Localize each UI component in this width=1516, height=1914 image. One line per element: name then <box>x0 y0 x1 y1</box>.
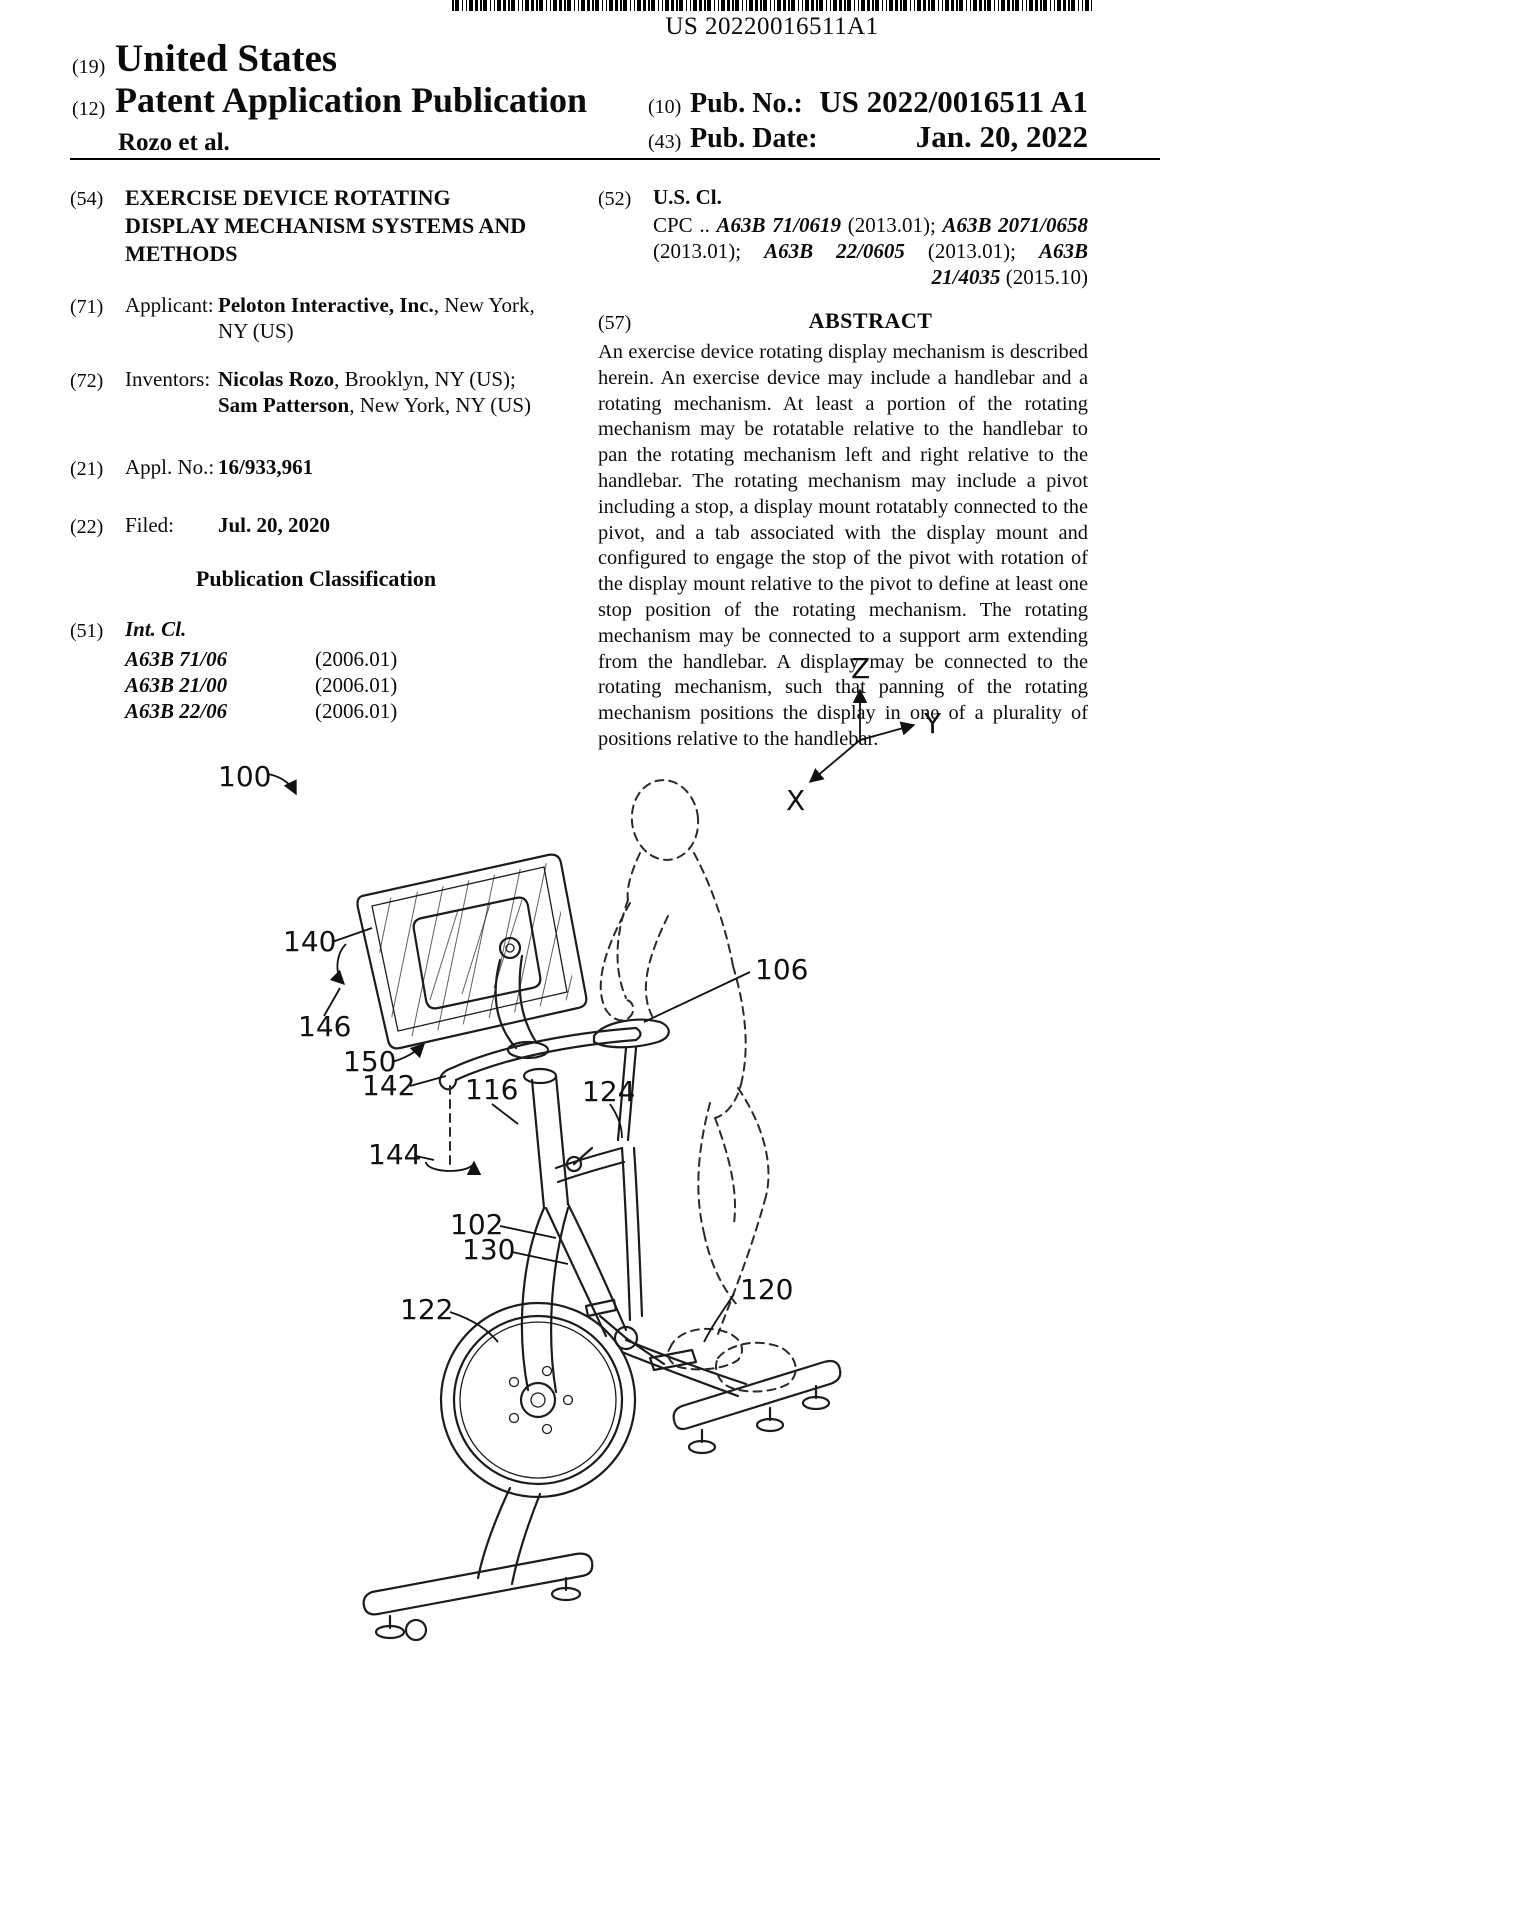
figure-ref-124: 124 <box>582 1075 635 1108</box>
publication-type: Patent Application Publication <box>115 79 587 121</box>
figure-ref-100-group: 100 <box>218 760 296 794</box>
invention-title: EXERCISE DEVICE ROTATING DISPLAY MECHANI… <box>125 184 537 268</box>
cpc-line-1: CPC .. A63B 71/0619 (2013.01); A63B 2071… <box>653 212 1088 238</box>
field-21-number: (21) <box>70 454 125 482</box>
figure-ref-142: 142 <box>362 1069 415 1102</box>
figure-ref-116: 116 <box>465 1073 518 1106</box>
patent-figure: Z Y X 100 <box>70 648 1090 1910</box>
abstract-heading-row: (57) ABSTRACT <box>598 308 1088 336</box>
cpc-code: A63B 71/0619 <box>717 213 842 237</box>
field-22-number: (22) <box>70 512 125 540</box>
cpc-date: (2015.10) <box>1006 265 1088 289</box>
front-stabilizer <box>364 1488 593 1640</box>
country-title: United States <box>115 36 337 81</box>
int-cl-row: (51) Int. Cl. <box>70 616 562 644</box>
figure-ref-106: 106 <box>755 953 808 986</box>
publication-classification-heading: Publication Classification <box>70 566 562 592</box>
coordinate-axes: Z Y X <box>786 652 942 817</box>
field-54-number: (54) <box>70 184 125 268</box>
cpc-code: A63B 22/0605 <box>764 239 905 263</box>
cpc-code: A63B 2071/0658 <box>942 213 1088 237</box>
applicant-location-1: , New York, <box>434 293 535 317</box>
bike-frame <box>532 1020 746 1396</box>
figure-ref-144: 144 <box>368 1138 421 1171</box>
filed-label: Filed: <box>125 512 218 540</box>
abstract-heading: ABSTRACT <box>653 308 1088 336</box>
us-cl-row: (52) U.S. Cl. <box>598 184 1088 212</box>
cpc-classification: CPC .. A63B 71/0619 (2013.01); A63B 2071… <box>598 212 1088 290</box>
cpc-date: (2013.01); <box>848 213 936 237</box>
appl-no-row: (21) Appl. No.: 16/933,961 <box>70 454 562 482</box>
field-12-number: (12) <box>72 98 105 121</box>
invention-title-row: (54) EXERCISE DEVICE ROTATING DISPLAY ME… <box>70 184 562 268</box>
cpc-line-2: (2013.01); A63B 22/0605 (2013.01); A63B <box>653 238 1088 264</box>
rear-stabilizer <box>674 1361 841 1453</box>
inventors-row: (72) Inventors: Nicolas Rozo, Brooklyn, … <box>70 366 562 418</box>
cpc-code: 21/4035 <box>932 265 1001 289</box>
axis-y-label: Y <box>923 707 942 740</box>
barcode <box>452 0 1092 11</box>
applicant-row: (71) Applicant: Peloton Interactive, Inc… <box>70 292 562 344</box>
appl-no-label: Appl. No.: <box>125 454 218 482</box>
inventors-label: Inventors: <box>125 366 218 418</box>
pub-date-label: Pub. Date: <box>690 123 818 155</box>
applicant-location-2: NY (US) <box>218 318 562 344</box>
field-19-number: (19) <box>72 56 105 79</box>
figure-ref-100: 100 <box>218 760 271 793</box>
cpc-line-3: 21/4035 (2015.10) <box>653 264 1088 290</box>
field-43-number: (43) <box>648 131 681 154</box>
field-51-number: (51) <box>70 616 125 644</box>
pub-no-value: US 2022/0016511 A1 <box>819 84 1088 120</box>
figure-ref-122: 122 <box>400 1293 453 1326</box>
figure-ref-130: 130 <box>462 1233 515 1266</box>
display-mount <box>414 898 541 1009</box>
applicant-label: Applicant: <box>125 292 218 344</box>
applicant-name: Peloton Interactive, Inc. <box>218 293 434 317</box>
reference-numerals: 140 146 150 142 116 124 106 144 102 130 … <box>283 925 808 1342</box>
cpc-date: (2013.01); <box>653 239 741 263</box>
author-line: Rozo et al. <box>118 129 230 157</box>
field-52-number: (52) <box>598 184 653 212</box>
figure-ref-120: 120 <box>740 1273 793 1306</box>
pub-date-value: Jan. 20, 2022 <box>916 119 1088 155</box>
axis-z-label: Z <box>851 652 870 685</box>
field-57-number: (57) <box>598 308 653 336</box>
int-cl-label: Int. Cl. <box>125 616 562 644</box>
field-72-number: (72) <box>70 366 125 418</box>
inventor-1-name: Nicolas Rozo <box>218 367 334 391</box>
appl-no-value: 16/933,961 <box>218 454 562 482</box>
figure-ref-140: 140 <box>283 925 336 958</box>
axis-x-label: X <box>786 784 805 817</box>
filed-value: Jul. 20, 2020 <box>218 512 562 540</box>
display-screen <box>358 846 601 1050</box>
inventor-2-location: , New York, NY (US) <box>349 393 531 417</box>
inventors-value: Nicolas Rozo, Brooklyn, NY (US); Sam Pat… <box>218 366 562 418</box>
barcode-number: US 20220016511A1 <box>452 13 1092 41</box>
field-71-number: (71) <box>70 292 125 344</box>
filed-row: (22) Filed: Jul. 20, 2020 <box>70 512 562 540</box>
applicant-value: Peloton Interactive, Inc., New York, NY … <box>218 292 562 344</box>
header-divider <box>70 158 1160 160</box>
cpc-date: (2013.01); <box>928 239 1016 263</box>
cpc-prefix: CPC <box>653 213 693 237</box>
us-cl-label: U.S. Cl. <box>653 184 1088 212</box>
inventor-1-location: , Brooklyn, NY (US); <box>334 367 516 391</box>
inventor-2-name: Sam Patterson <box>218 393 349 417</box>
bibliographic-column: (54) EXERCISE DEVICE ROTATING DISPLAY ME… <box>70 184 562 724</box>
field-10-number: (10) <box>648 96 681 119</box>
pub-no-label: Pub. No.: <box>690 88 803 120</box>
cpc-code: A63B <box>1039 239 1088 263</box>
cpc-dots: .. <box>699 213 710 237</box>
